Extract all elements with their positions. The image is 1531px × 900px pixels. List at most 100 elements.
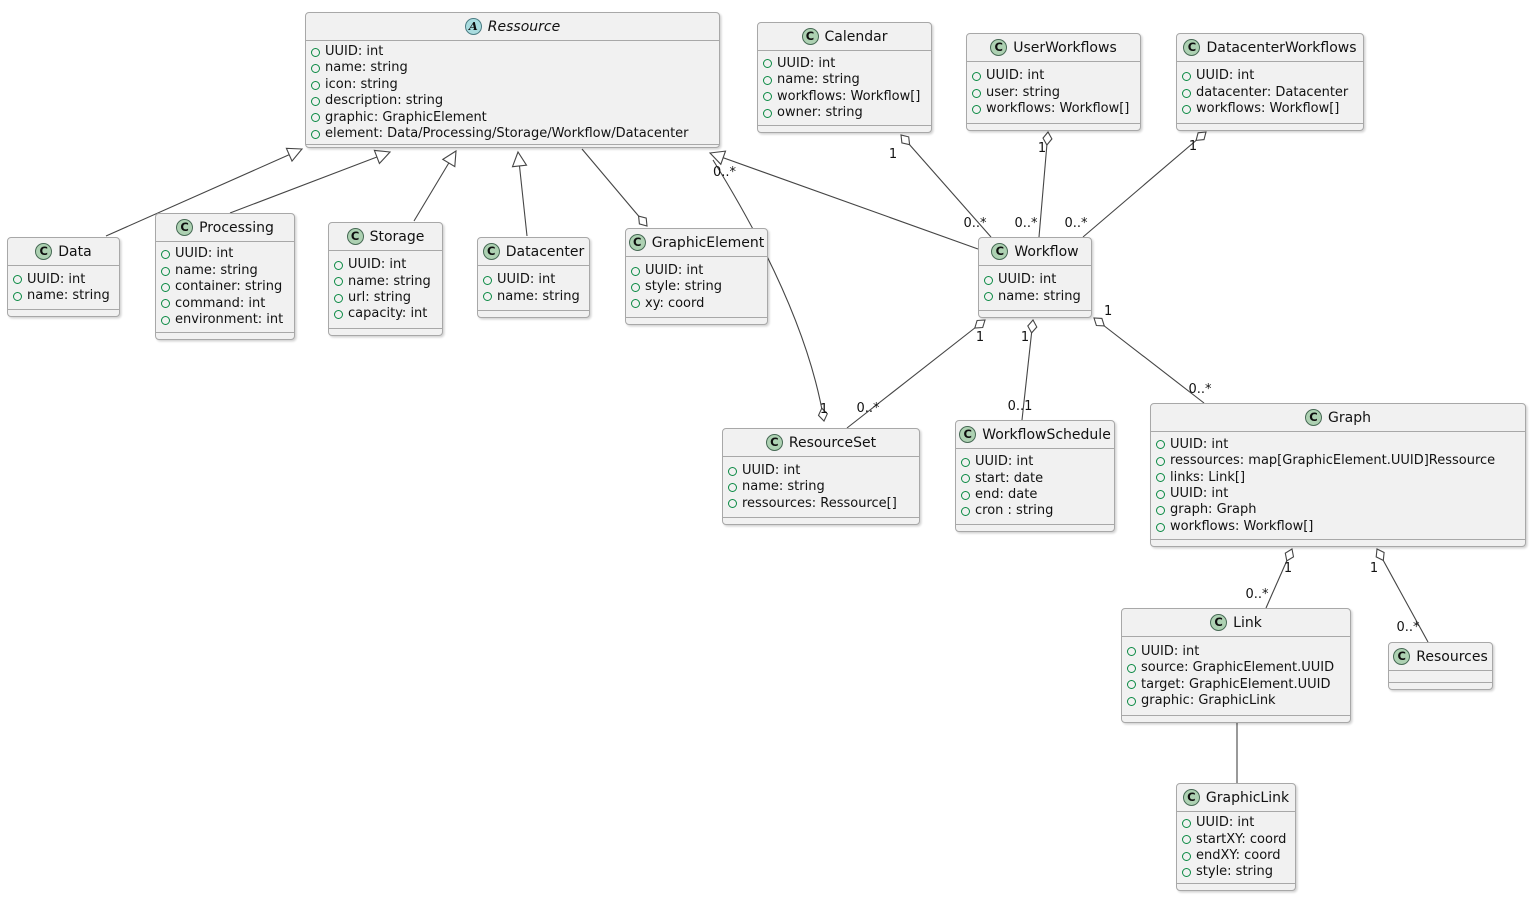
attribute-text: workflows: Workflow[] — [777, 88, 921, 104]
attribute-text: name: string — [742, 479, 825, 495]
attribute-text: owner: string — [777, 104, 863, 120]
attribute-row: endXY: coord — [1182, 848, 1289, 864]
field-visibility-icon — [1156, 440, 1165, 450]
attribute-text: capacity: int — [348, 306, 428, 322]
attribute-row: startXY: coord — [1182, 832, 1289, 848]
attribute-row: UUID: int — [1182, 815, 1289, 831]
field-visibility-icon — [961, 474, 970, 484]
field-visibility-icon — [161, 315, 170, 325]
attribute-text: UUID: int — [348, 257, 407, 273]
attribute-row: UUID: int — [961, 454, 1108, 470]
class-icon: C — [801, 28, 819, 45]
field-visibility-icon — [1156, 456, 1165, 466]
field-visibility-icon — [1156, 473, 1165, 483]
attribute-text: name: string — [175, 262, 258, 278]
diamond-marker — [1093, 317, 1106, 327]
attribute-row: name: string — [311, 60, 713, 76]
field-visibility-icon — [161, 283, 170, 292]
diamond-marker — [637, 215, 648, 227]
class-icon: C — [176, 219, 194, 236]
attribute-row: UUID: int — [1127, 644, 1344, 660]
attribute-text: graph: Graph — [1170, 502, 1257, 518]
field-visibility-icon — [1156, 522, 1165, 532]
field-visibility-icon — [1182, 72, 1191, 82]
attribute-text: xy: coord — [645, 295, 705, 311]
methods-compartment — [1151, 539, 1525, 546]
edge-userworkflows-workflow — [1038, 131, 1049, 238]
attribute-row: style: string — [631, 279, 761, 295]
multiplicity-label: 1 — [820, 402, 828, 417]
attribute-text: UUID: int — [742, 462, 801, 478]
edge-workflow-graph — [1093, 317, 1205, 404]
class-name: Processing — [199, 219, 274, 236]
class-icon: C — [628, 234, 646, 251]
attribute-row: UUID: int — [483, 272, 583, 288]
class-name: Ressource — [487, 18, 561, 35]
class-name: WorkflowSchedule — [982, 426, 1111, 443]
diamond-marker — [817, 407, 828, 422]
attribute-text: command: int — [175, 295, 266, 311]
multiplicity-label: 0..* — [1188, 382, 1212, 397]
attribute-row: graphic: GraphicLink — [1127, 693, 1344, 709]
attribute-row: end: date — [961, 487, 1108, 503]
field-visibility-icon — [631, 299, 640, 309]
attribute-row: source: GraphicElement.UUID — [1127, 660, 1344, 676]
attribute-text: graphic: GraphicElement — [325, 109, 487, 125]
multiplicity-label: 1 — [1370, 561, 1378, 576]
methods-compartment — [1177, 883, 1295, 890]
attribute-row: name: string — [483, 289, 583, 305]
field-visibility-icon — [161, 299, 170, 309]
methods-compartment — [723, 517, 919, 524]
attribute-text: style: string — [1196, 864, 1274, 880]
attribute-text: workflows: Workflow[] — [1196, 101, 1340, 117]
diamond-marker — [900, 134, 911, 146]
attribute-row: UUID: int — [728, 463, 913, 479]
attribute-text: ressources: Ressource[] — [742, 495, 897, 511]
attribute-row: UUID: int — [631, 263, 761, 279]
attribute-row: links: Link[] — [1156, 470, 1519, 486]
class-icon: C — [1393, 648, 1411, 665]
field-visibility-icon — [334, 310, 343, 320]
class-name: Storage — [369, 228, 425, 245]
field-visibility-icon — [972, 88, 981, 98]
methods-compartment — [8, 309, 119, 316]
attribute-text: UUID: int — [998, 272, 1057, 288]
triangle-marker — [511, 150, 528, 168]
class-icon: C — [765, 434, 783, 451]
diamond-marker — [1375, 548, 1385, 562]
edge-workflow-workflowschedule — [1021, 319, 1034, 421]
field-visibility-icon — [763, 92, 772, 102]
triangle-marker — [373, 149, 392, 165]
multiplicity-label: 1 — [1021, 330, 1029, 345]
field-visibility-icon — [1182, 88, 1191, 98]
attribute-row: graph: Graph — [1156, 502, 1519, 518]
methods-compartment — [956, 524, 1114, 531]
attribute-text: description: string — [325, 93, 444, 109]
triangle-marker — [285, 147, 304, 163]
attribute-row: start: date — [961, 471, 1108, 487]
abstract-class-icon: A — [464, 18, 482, 35]
field-visibility-icon — [311, 96, 320, 106]
field-visibility-icon — [961, 507, 970, 517]
attribute-row: name: string — [161, 263, 288, 279]
class-icon: C — [35, 243, 53, 260]
